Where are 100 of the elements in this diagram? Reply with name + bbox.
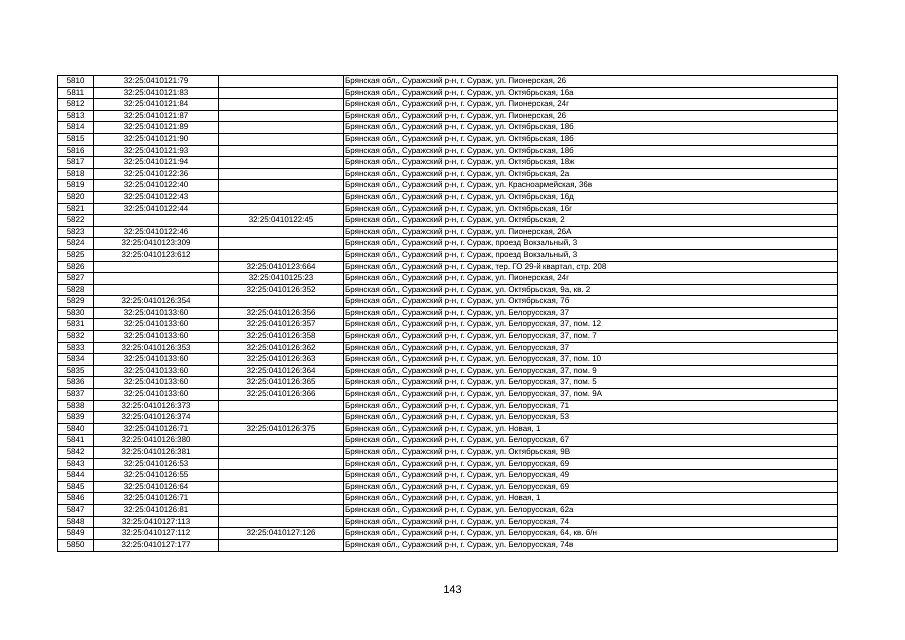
row-number: 5850 (58, 540, 94, 552)
cadastral-number: 32:25:0410133:60 (94, 377, 219, 388)
row-number: 5816 (58, 146, 94, 156)
address-text: Брянская обл., Суражский р-н, г. Сураж, ул. Октябрьская, 16г (344, 204, 574, 214)
address-text: Брянская обл., Суражский р-н, г. Сураж, ул. Пионерская, 24г (344, 99, 570, 110)
address-text: Брянская обл., Суражский р-н, г. Сураж, ул. Пионерская, 26 (344, 76, 568, 87)
cadastral-number: 32:25:0410127:177 (94, 540, 219, 552)
cadastral-number: 32:25:0410126:375 (219, 424, 344, 434)
address-text: Брянская обл., Суражский р-н, г. Сураж, ул. Белорусская, 67 (344, 435, 570, 446)
address-text: Брянская обл., Суражский р-н, г. Сураж, ул. Октябрьская, 18б (344, 134, 575, 145)
row-number: 5839 (58, 412, 94, 423)
row-number: 5812 (58, 99, 94, 110)
cadastral-number: 32:25:0410126:356 (219, 308, 344, 318)
row-number: 5828 (58, 284, 94, 296)
address-text: Брянская обл., Суражский р-н, г. Сураж, ул. Октябрьская, 7б (344, 296, 570, 307)
row-number: 5829 (58, 296, 94, 307)
cadastral-number: 32:25:0410121:79 (94, 76, 219, 87)
row-number: 5815 (58, 134, 94, 145)
cadastral-number: 32:25:0410122:46 (94, 226, 219, 238)
cadastral-number: 32:25:0410126:81 (94, 504, 219, 516)
cadastral-number: 32:25:0410126:53 (94, 458, 219, 470)
row-number: 5837 (58, 389, 94, 400)
address-text: Брянская обл., Суражский р-н, г. Сураж, ул. Пионерская, 26 (344, 110, 568, 122)
page-number: 143 (443, 584, 462, 596)
cadastral-number: 32:25:0410127:113 (94, 516, 219, 528)
cadastral-number: 32:25:0410121:83 (94, 88, 219, 98)
address-text: Брянская обл., Суражский р-н, г. Сураж, ул. Белорусская, 37 (344, 308, 570, 318)
cadastral-number: 32:25:0410126:352 (219, 284, 344, 296)
cadastral-number: 32:25:0410123:309 (94, 238, 219, 249)
address-text: Брянская обл., Суражский р-н, г. Сураж, ул. Октябрьская, 18б (344, 146, 575, 156)
address-text: Брянская обл., Суражский р-н, г. Сураж, ул. Новая, 1 (344, 424, 542, 434)
row-number: 5811 (58, 88, 94, 98)
address-text: Брянская обл., Суражский р-н, г. Сураж, ул. Белорусская, 69 (344, 458, 570, 470)
address-text: Брянская обл., Суражский р-н, г. Сураж, ул. Белорусская, 49 (344, 470, 570, 481)
row-number: 5844 (58, 470, 94, 481)
cadastral-number: 32:25:0410121:84 (94, 99, 219, 110)
address-text: Брянская обл., Суражский р-н, г. Сураж, ул. Октябрьская, 18б (344, 122, 575, 133)
address-text: Брянская обл., Суражский р-н, г. Сураж, ул. Белорусская, 37, пом. 12 (344, 319, 602, 330)
address-text: Брянская обл., Суражский р-н, г. Сураж, ул. Белорусская, 71 (344, 400, 570, 412)
address-text: Брянская обл., Суражский р-н, г. Сураж, ул. Пионерская, 26А (344, 226, 572, 238)
row-number: 5835 (58, 366, 94, 376)
row-number: 5847 (58, 504, 94, 516)
row-number: 5843 (58, 458, 94, 470)
row-number: 5819 (58, 180, 94, 191)
address-text: Брянская обл., Суражский р-н, г. Сураж, ул. Новая, 1 (344, 493, 542, 504)
address-text: Брянская обл., Суражский р-н, г. Сураж, ул. Октябрьская, 2а (344, 168, 570, 180)
cadastral-number: 32:25:0410126:363 (219, 354, 344, 365)
address-text: Брянская обл., Суражский р-н, г. Сураж, ул. Октябрьская, 9В (344, 447, 572, 458)
row-number: 5826 (58, 262, 94, 272)
row-number: 5846 (58, 493, 94, 504)
cadastral-number: 32:25:0410122:44 (94, 204, 219, 214)
cadastral-number: 32:25:0410133:60 (94, 331, 219, 342)
row-number: 5822 (58, 215, 94, 226)
cadastral-number: 32:25:0410121:90 (94, 134, 219, 145)
row-number: 5849 (58, 528, 94, 539)
cadastral-number: 32:25:0410126:55 (94, 470, 219, 481)
cadastral-number: 32:25:0410126:380 (94, 435, 219, 446)
address-text: Брянская обл., Суражский р-н, г. Сураж, ул. Белорусская, 74в (344, 540, 574, 551)
row-number: 5825 (58, 250, 94, 260)
row-number: 5830 (58, 308, 94, 318)
address-text: Брянская обл., Суражский р-н, г. Сураж, ул. Октябрьская, 9а, кв. 2 (344, 284, 592, 296)
cadastral-number: 32:25:0410126:71 (94, 493, 219, 504)
cadastral-number: 32:25:0410122:40 (94, 180, 219, 191)
address-text: Брянская обл., Суражский р-н, г. Сураж, проезд Вокзальный, 3 (344, 250, 578, 260)
row-number: 5813 (58, 110, 94, 122)
cadastral-number: 32:25:0410123:612 (94, 250, 219, 260)
cadastral-number: 32:25:0410123:664 (219, 262, 344, 272)
cadastral-number: 32:25:0410126:364 (219, 366, 344, 376)
row-number: 5848 (58, 516, 94, 528)
address-text: Брянская обл., Суражский р-н, г. Сураж, ул. Белорусская, 37, пом. 7 (344, 331, 598, 342)
cadastral-number: 32:25:0410121:89 (94, 122, 219, 133)
row-number: 5818 (58, 168, 94, 180)
row-number: 5841 (58, 435, 94, 446)
address-text: Брянская обл., Суражский р-н, г. Сураж, ул. Белорусская, 37, пом. 9 (344, 366, 598, 376)
row-number: 5838 (58, 400, 94, 412)
cadastral-number: 32:25:0410126:357 (219, 319, 344, 330)
row-number: 5831 (58, 319, 94, 330)
cadastral-number: 32:25:0410126:374 (94, 412, 219, 423)
address-text: Брянская обл., Суражский р-н, г. Сураж, ул. Белорусская, 37, пом. 10 (344, 354, 602, 365)
cadastral-number: 32:25:0410121:87 (94, 110, 219, 122)
address-text: Брянская обл., Суражский р-н, г. Сураж, ул. Белорусская, 62а (344, 504, 574, 516)
address-text: Брянская обл., Суражский р-н, г. Сураж, ул. Пионерская, 24г (344, 273, 570, 284)
cadastral-number: 32:25:0410126:373 (94, 400, 219, 412)
cadastral-number: 32:25:0410126:365 (219, 377, 344, 388)
address-text: Брянская обл., Суражский р-н, г. Сураж, проезд Вокзальный, 3 (344, 238, 578, 249)
address-text: Брянская обл., Суражский р-н, г. Сураж, ул. Октябрьская, 16а (344, 88, 575, 98)
cadastral-number: 32:25:0410126:358 (219, 331, 344, 342)
cadastral-number: 32:25:0410133:60 (94, 389, 219, 400)
row-number: 5834 (58, 354, 94, 365)
cadastral-number: 32:25:0410126:64 (94, 482, 219, 492)
address-text: Брянская обл., Суражский р-н, г. Сураж, ул. Белорусская, 74 (344, 516, 570, 528)
cadastral-number: 32:25:0410126:353 (94, 342, 219, 354)
address-text: Брянская обл., Суражский р-н, г. Сураж, ул. Октябрьская, 16д (344, 192, 575, 203)
cadastral-number: 32:25:0410133:60 (94, 319, 219, 330)
cadastral-number: 32:25:0410126:354 (94, 296, 219, 307)
cadastral-number: 32:25:0410127:112 (94, 528, 219, 539)
cadastral-number: 32:25:0410133:60 (94, 308, 219, 318)
row-number: 5823 (58, 226, 94, 238)
address-text: Брянская обл., Суражский р-н, г. Сураж, ул. Белорусская, 37 (344, 342, 570, 354)
cadastral-number: 32:25:0410122:45 (219, 215, 344, 226)
